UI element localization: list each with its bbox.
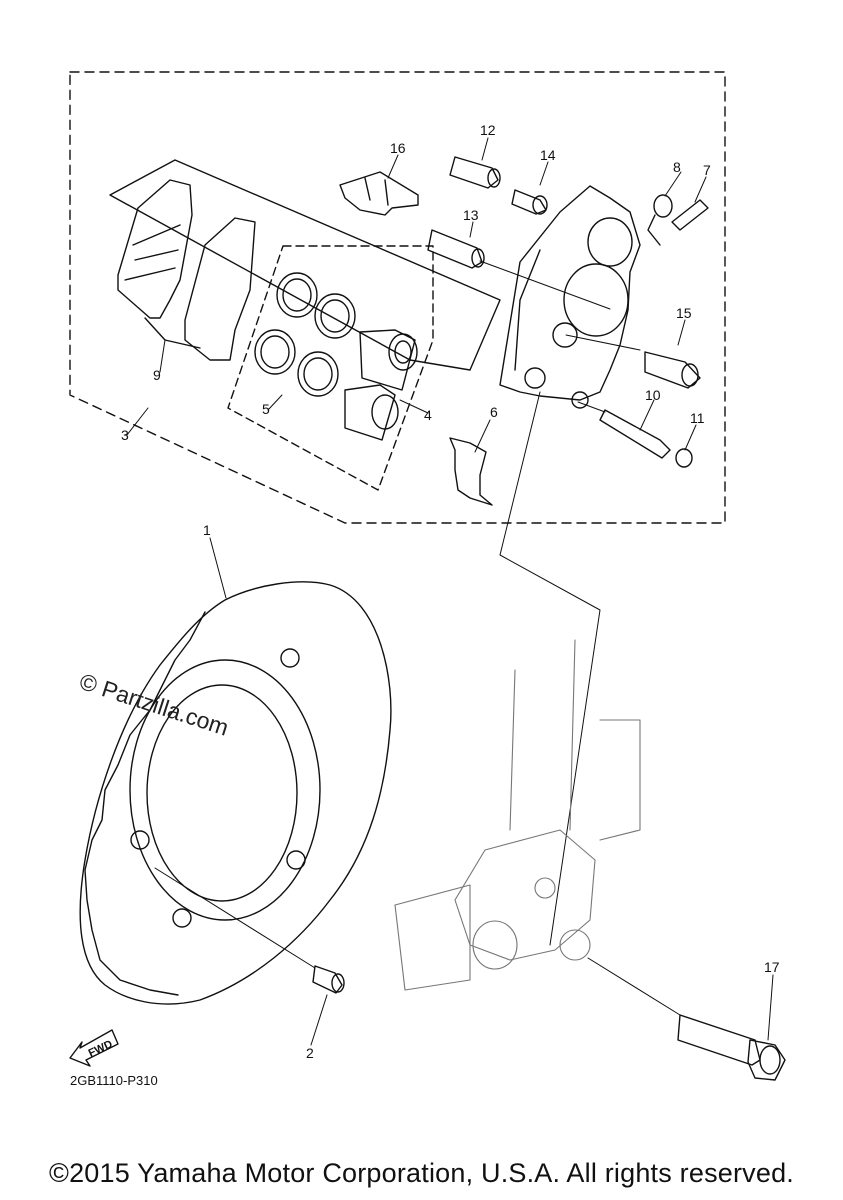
brake-pad-inner bbox=[184, 217, 256, 361]
callout-16: 16 bbox=[390, 140, 406, 156]
bleed-screw bbox=[671, 199, 709, 231]
fwd-arrow-icon: FWD bbox=[69, 1029, 119, 1067]
callout-13: 13 bbox=[463, 207, 479, 223]
callout-2: 2 bbox=[306, 1045, 314, 1061]
copyright-notice: ©2015 Yamaha Motor Corporation, U.S.A. A… bbox=[48, 1158, 795, 1188]
callout-7: 7 bbox=[703, 162, 711, 178]
callout-15: 15 bbox=[676, 305, 692, 321]
piston-set bbox=[344, 329, 418, 441]
assembly-guide-lines bbox=[154, 260, 681, 1016]
brake-pad-outer bbox=[117, 179, 201, 349]
screw-14 bbox=[511, 189, 548, 215]
callout-5: 5 bbox=[262, 401, 270, 417]
callout-17: 17 bbox=[764, 959, 780, 975]
pad-support bbox=[449, 437, 493, 506]
callout-numbers: 1 2 3 4 5 6 7 8 9 10 11 12 13 14 15 16 1… bbox=[121, 122, 780, 1061]
caliper-body bbox=[499, 185, 641, 409]
callout-10: 10 bbox=[645, 387, 661, 403]
watermark: © Partzilla.com bbox=[76, 668, 231, 741]
pin-12 bbox=[449, 156, 501, 189]
plug-11 bbox=[675, 448, 693, 468]
pin-10 bbox=[599, 409, 671, 459]
pin-13 bbox=[427, 229, 485, 269]
callout-9: 9 bbox=[153, 367, 161, 383]
bolt-15 bbox=[644, 351, 701, 389]
callout-12: 12 bbox=[480, 122, 496, 138]
callout-4: 4 bbox=[424, 407, 432, 423]
disc-bolt bbox=[312, 965, 345, 994]
callout-1: 1 bbox=[203, 522, 211, 538]
pad-backing-panel bbox=[109, 159, 501, 371]
caliper-assembly-boundary bbox=[69, 71, 726, 524]
callout-3: 3 bbox=[121, 427, 129, 443]
axle-bolt bbox=[677, 1014, 786, 1081]
brake-disc bbox=[79, 581, 392, 1005]
bleed-cap bbox=[647, 194, 673, 246]
callout-6: 6 bbox=[490, 404, 498, 420]
diagram-code: 2GB1110-P310 bbox=[70, 1073, 158, 1088]
pad-kit-boundary bbox=[227, 245, 434, 491]
callout-14: 14 bbox=[540, 147, 556, 163]
pad-spring bbox=[339, 171, 419, 216]
callout-8: 8 bbox=[673, 159, 681, 175]
piston-seal-set bbox=[254, 272, 356, 397]
callout-11: 11 bbox=[690, 410, 705, 426]
fork-leg bbox=[394, 639, 641, 991]
callout-leader-lines bbox=[126, 137, 774, 1046]
